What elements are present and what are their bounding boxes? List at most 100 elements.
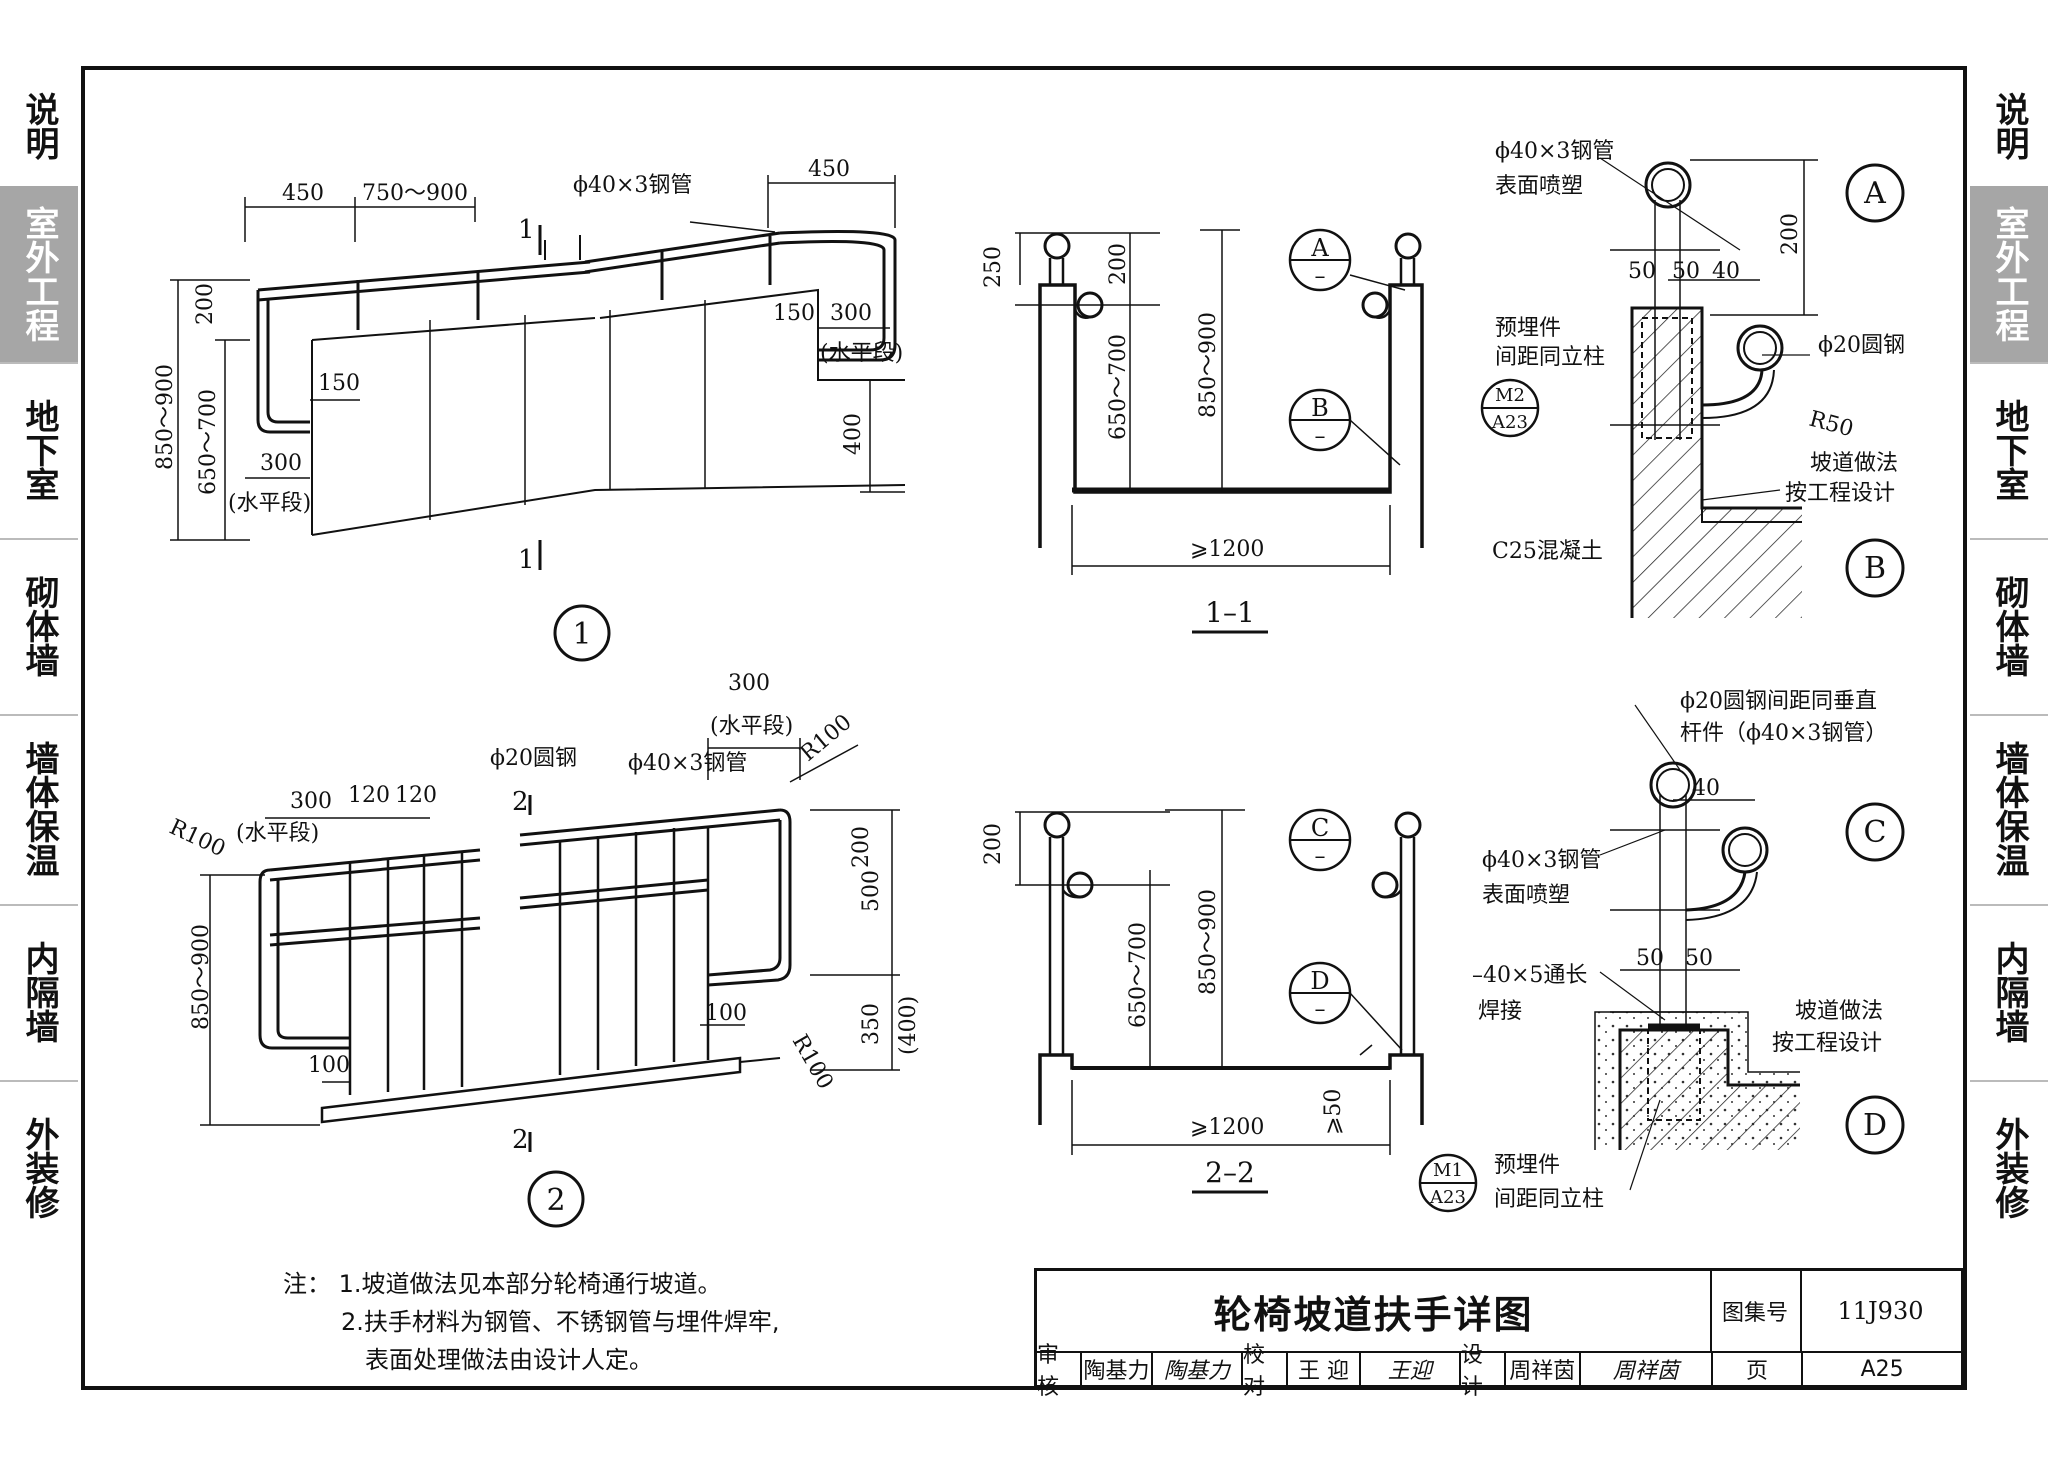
side-tab-exterior[interactable]: 外装修 — [0, 1080, 78, 1256]
cut-mark: 2 — [512, 1125, 529, 1155]
detail-number: 2 — [546, 1183, 565, 1218]
dim-label: 400 — [841, 413, 866, 455]
side-tab-outdoor[interactable]: 室外工程 — [0, 186, 78, 364]
finish-label: 表面喷塑 — [1495, 174, 1583, 199]
atlas-value: 11J930 — [1800, 1271, 1961, 1353]
detail-tag: C — [1311, 814, 1329, 842]
side-tab-label: 外装修 — [19, 1117, 59, 1219]
side-tab-masonry[interactable]: 砌体墙 — [1970, 538, 2048, 716]
dim-label: 350 — [859, 1003, 884, 1045]
horizontal-label: (水平段) — [228, 491, 311, 516]
dim-label: 850～900 — [1196, 312, 1221, 418]
dim-label: 450 — [282, 181, 324, 206]
side-tab-partition[interactable]: 内隔墙 — [0, 904, 78, 1082]
detail-1-labels: 450 750～900 ϕ40×3钢管 450 150 300 (水平段) 40… — [153, 157, 903, 662]
dim-label: 150 — [773, 301, 815, 326]
dim-label: 50 — [1628, 259, 1656, 284]
horizontal-label: (水平段) — [820, 341, 903, 366]
design-signature: 周祥茵 — [1581, 1351, 1713, 1387]
section-1-1-drawing — [1015, 228, 1424, 634]
dim-label: 750～900 — [362, 181, 468, 206]
dim-label: 450 — [808, 157, 850, 182]
detail-tag: A — [1310, 234, 1329, 262]
side-tab-insulation[interactable]: 墙体保温 — [1970, 714, 2048, 906]
detail-tag-sheet: – — [1315, 424, 1326, 449]
embed-label: 预埋件 — [1495, 316, 1561, 341]
section-title: 1–1 — [1205, 596, 1255, 629]
signature-row: 审核 陶基力 陶基力 校对 王 迎 王迎 设计 周祥茵 周祥茵 页 A25 — [1037, 1343, 1961, 1400]
review-signature: 陶基力 — [1153, 1351, 1244, 1387]
dim-label: 300 — [260, 451, 302, 476]
pipe-label: ϕ40×3钢管 — [1482, 848, 1601, 873]
side-tab-basement[interactable]: 地下室 — [1970, 362, 2048, 540]
ramp-label: 坡道做法 — [1810, 451, 1898, 476]
dim-label: 300 — [290, 789, 332, 814]
page-value: A25 — [1860, 1356, 1904, 1382]
notes: 注： 1.坡道做法见本部分轮椅通行坡道。 2.扶手材料为钢管、不锈钢管与埋件焊牢… — [283, 1265, 780, 1379]
pipe-label: ϕ40×3钢管 — [573, 173, 692, 198]
dim-label: 150 — [318, 371, 360, 396]
dim-label: ⩾1200 — [1190, 537, 1264, 562]
right-section-index: 说明 室外工程 地下室 砌体墙 墙体保温 内隔墙 外装修 — [1970, 66, 2048, 1408]
ramp-label: 坡道做法 — [1795, 999, 1883, 1024]
dim-label: 200 — [981, 823, 1006, 865]
side-tab-label: 室外工程 — [1989, 206, 2029, 342]
detail-number: 1 — [572, 617, 591, 652]
dim-label: 650～700 — [1126, 922, 1151, 1028]
dim-label: 120 — [348, 783, 390, 808]
side-tab-label: 墙体保温 — [19, 741, 59, 877]
detail-tag: A — [1863, 176, 1886, 211]
dim-label: 120 — [395, 783, 437, 808]
side-tab-partition[interactable]: 内隔墙 — [1970, 904, 2048, 1082]
detail-2-handrail-elevation — [200, 738, 900, 1152]
note-row: 表面处理做法由设计人定。 — [283, 1341, 780, 1379]
side-tab-basement[interactable]: 地下室 — [0, 362, 78, 540]
detail-tag-sheet: – — [1315, 997, 1326, 1022]
dim-label: 850～900 — [1196, 889, 1221, 995]
design-label: 设计 — [1461, 1343, 1506, 1400]
section-2-2-labels: 200 650～700 850～900 ⩾1200 ⩾50 C – D – 2–… — [981, 814, 1346, 1189]
dim-label: 650～700 — [196, 389, 221, 495]
side-tab-outdoor[interactable]: 室外工程 — [1970, 186, 2048, 364]
dim-label: 500 — [859, 870, 884, 912]
rod-label: ϕ20圆钢 — [490, 746, 577, 771]
detail-a-b-labels: ϕ40×3钢管 表面喷塑 200 50 50 40 预埋件 间距同立柱 M2 A… — [1480, 139, 1905, 586]
detail-tag: B — [1311, 394, 1329, 422]
dim-label: 250 — [981, 246, 1006, 288]
left-section-index: 说明 室外工程 地下室 砌体墙 墙体保温 内隔墙 外装修 — [0, 66, 78, 1408]
cut-mark: 1 — [518, 215, 535, 245]
pipe-label: ϕ40×3钢管 — [1495, 139, 1614, 164]
side-tab-label: 外装修 — [1989, 1117, 2029, 1219]
side-tab-exterior[interactable]: 外装修 — [1970, 1080, 2048, 1256]
dim-label: 300 — [728, 671, 770, 696]
page-label: 页 — [1713, 1351, 1804, 1387]
detail-tag: B — [1864, 551, 1886, 586]
dim-label: 50 — [1672, 259, 1700, 284]
side-tab-label: 说明 — [19, 92, 59, 160]
side-tab-label: 砌体墙 — [1989, 575, 2029, 677]
detail-tag: D — [1863, 1108, 1887, 1143]
review-label: 审核 — [1037, 1343, 1083, 1400]
concrete-label: C25混凝土 — [1492, 539, 1603, 564]
dim-label: ⩾50 — [1321, 1089, 1346, 1135]
detail-tag: C — [1864, 815, 1887, 850]
ref-bottom: A23 — [1429, 1187, 1466, 1208]
side-tab-insulation[interactable]: 墙体保温 — [0, 714, 78, 906]
side-tab-label: 说明 — [1989, 92, 2029, 160]
embed-label: 预埋件 — [1494, 1153, 1560, 1178]
detail-1-handrail-elevation — [170, 175, 906, 570]
title-block: 轮椅坡道扶手详图 图集号 11J930 审核 陶基力 陶基力 校对 王 迎 王迎… — [1034, 1268, 1964, 1400]
plate-label: –40×5通长 — [1472, 963, 1587, 988]
check-name: 王 迎 — [1288, 1351, 1361, 1387]
side-tab-label: 砌体墙 — [19, 575, 59, 677]
review-name: 陶基力 — [1082, 1351, 1153, 1387]
detail-number-circle — [553, 604, 611, 662]
side-tab-masonry[interactable]: 砌体墙 — [0, 538, 78, 716]
side-tab-label: 墙体保温 — [1989, 741, 2029, 877]
detail-tag: D — [1310, 967, 1329, 995]
detail-c-d-drawing — [1594, 704, 1905, 1191]
dim-label: 50 — [1685, 946, 1713, 971]
note-line: 表面处理做法由设计人定。 — [365, 1346, 653, 1374]
design-name: 周祥茵 — [1506, 1351, 1581, 1387]
